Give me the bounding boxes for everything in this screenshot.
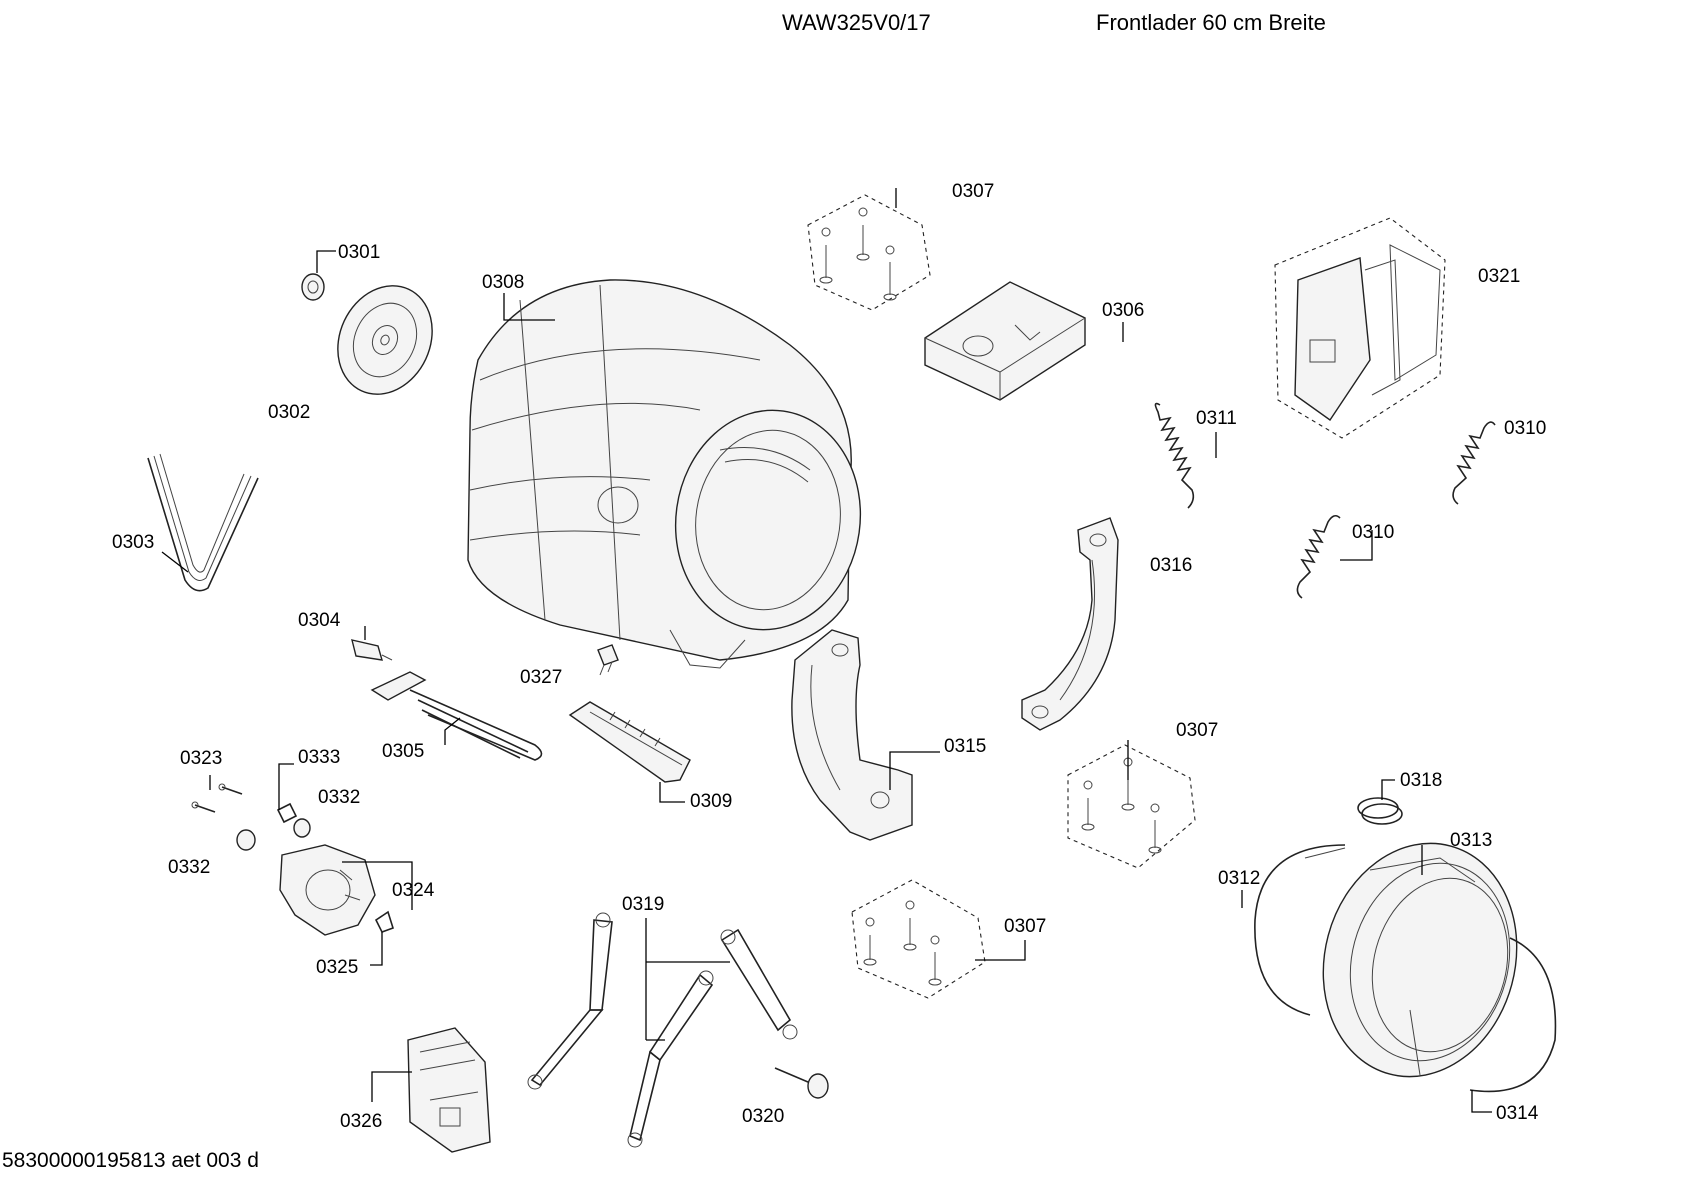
product-description: Frontlader 60 cm Breite bbox=[1096, 10, 1326, 35]
part-0308-tub bbox=[467, 279, 862, 669]
callout-0315: 0315 bbox=[944, 736, 986, 757]
part-0319-shock-absorbers bbox=[527, 912, 798, 1148]
callout-0305: 0305 bbox=[382, 741, 424, 762]
leader-0307-low bbox=[975, 940, 1026, 961]
leader-0301 bbox=[316, 250, 336, 273]
leader-0314 bbox=[1471, 1090, 1492, 1113]
part-0318-clamp bbox=[1357, 797, 1403, 825]
leader-0308 bbox=[503, 293, 555, 321]
leader-0326 bbox=[371, 1071, 412, 1102]
leader-0310-b bbox=[1340, 530, 1373, 561]
part-0307-kit-low bbox=[851, 879, 986, 999]
part-0307-kit-mid bbox=[1067, 744, 1196, 869]
leader-0303 bbox=[161, 551, 189, 573]
part-0301-nut bbox=[301, 273, 325, 301]
callout-0304: 0304 bbox=[298, 610, 341, 631]
callout-0325: 0325 bbox=[316, 957, 358, 978]
callout-0320: 0320 bbox=[742, 1106, 784, 1127]
part-0324-drain-pump bbox=[279, 844, 376, 936]
part-0316-support-right bbox=[1021, 517, 1119, 731]
part-0312-seal-wire bbox=[1254, 844, 1346, 1016]
callout-0306: 0306 bbox=[1102, 300, 1144, 321]
callout-0312: 0312 bbox=[1218, 868, 1260, 889]
part-0333-clip bbox=[276, 802, 298, 824]
leader-0315 bbox=[889, 751, 940, 790]
callout-0324: 0324 bbox=[392, 880, 435, 901]
part-0314-gasket-wire bbox=[1409, 937, 1557, 1093]
callout-0308: 0308 bbox=[482, 272, 524, 293]
part-0320-bolt bbox=[774, 1067, 829, 1099]
part-0313-gasket bbox=[1322, 842, 1518, 1078]
callout-0310-a: 0310 bbox=[1504, 418, 1546, 439]
callout-0310-b: 0310 bbox=[1352, 522, 1394, 543]
callout-0318: 0318 bbox=[1400, 770, 1442, 791]
callout-0307-low: 0307 bbox=[1004, 916, 1046, 937]
part-0310-spring-b bbox=[1296, 514, 1341, 599]
callout-0316: 0316 bbox=[1150, 555, 1192, 576]
part-0325-clip bbox=[374, 910, 394, 933]
callout-0309: 0309 bbox=[690, 791, 732, 812]
leader-0319 bbox=[645, 918, 730, 1041]
part-0303-belt bbox=[147, 453, 259, 592]
model-number: WAW325V0/17 bbox=[782, 10, 931, 35]
callout-0314: 0314 bbox=[1496, 1103, 1539, 1124]
callout-0333: 0333 bbox=[298, 747, 340, 768]
part-0327-ntc bbox=[597, 644, 619, 676]
callout-0321: 0321 bbox=[1478, 266, 1520, 287]
part-0307-kit-top bbox=[807, 194, 931, 311]
part-0310-spring-a bbox=[1452, 421, 1496, 505]
part-0332-cap-a bbox=[293, 818, 311, 838]
part-0323-screws bbox=[191, 783, 243, 813]
part-0315-support-left bbox=[791, 629, 913, 841]
leader-0309 bbox=[659, 782, 685, 803]
part-0306-counterweight bbox=[924, 281, 1086, 401]
callout-0307-top: 0307 bbox=[952, 181, 994, 202]
leader-0325 bbox=[370, 932, 383, 966]
part-0321-control-module bbox=[1274, 217, 1446, 439]
part-0305-heater bbox=[370, 671, 543, 761]
callout-0332-b: 0332 bbox=[168, 857, 210, 878]
callout-0327: 0327 bbox=[520, 667, 562, 688]
callout-0307-mid: 0307 bbox=[1176, 720, 1218, 741]
part-0309-baffle bbox=[568, 701, 691, 783]
leader-0318 bbox=[1381, 779, 1395, 800]
leader-0305 bbox=[444, 717, 461, 745]
part-0326-module bbox=[407, 1027, 491, 1153]
document-id: 58300000195813 aet 003 d bbox=[2, 1149, 259, 1172]
leader-0324 bbox=[342, 861, 413, 910]
callout-0326: 0326 bbox=[340, 1111, 382, 1132]
leader-0333 bbox=[278, 763, 294, 810]
callout-0313: 0313 bbox=[1450, 830, 1492, 851]
callout-0302: 0302 bbox=[268, 402, 310, 423]
callout-0303: 0303 bbox=[112, 532, 154, 553]
callout-0319: 0319 bbox=[622, 894, 664, 915]
callout-0323: 0323 bbox=[180, 748, 222, 769]
callout-0301: 0301 bbox=[338, 242, 380, 263]
callout-0311: 0311 bbox=[1196, 408, 1237, 429]
part-0311-spring bbox=[1154, 402, 1195, 509]
part-0304-sensor bbox=[351, 639, 393, 661]
part-0302-pulley bbox=[337, 285, 433, 395]
part-0332-cap-b bbox=[236, 829, 256, 851]
callout-0332-a: 0332 bbox=[318, 787, 360, 808]
